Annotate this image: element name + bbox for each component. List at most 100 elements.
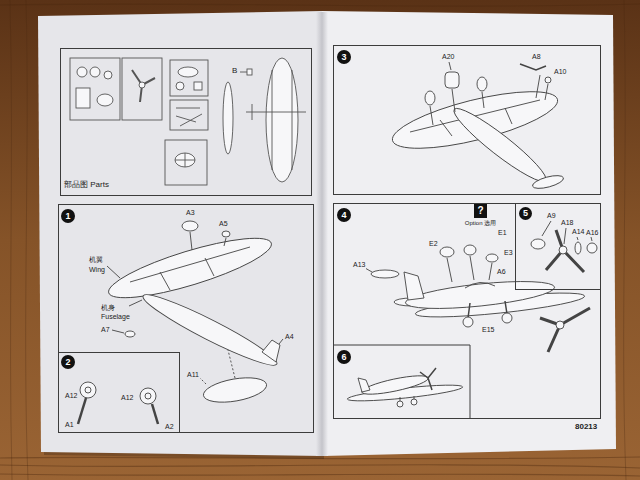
- step-6-illustration: [420, 368, 436, 390]
- parts-sprues: [104, 71, 112, 79]
- step-number: 5: [519, 207, 532, 220]
- step-number-text: 3: [341, 53, 346, 62]
- step-number-text: 2: [65, 358, 70, 367]
- step-number-text: 6: [341, 353, 346, 362]
- booklet: [322, 11, 616, 456]
- step-4-illustration: [486, 254, 498, 262]
- parts-sprues: [247, 69, 252, 75]
- sprue-letter: B: [231, 66, 238, 75]
- parts-sprues: [176, 82, 184, 90]
- parts-sprues: [266, 58, 298, 182]
- part-name: Fuselage: [100, 313, 131, 321]
- step-6-illustration: [347, 368, 463, 407]
- part-number: A3: [185, 209, 196, 217]
- step-4-illustration: [502, 313, 512, 323]
- step-1-illustration: [199, 350, 235, 384]
- step-number: 4: [337, 208, 351, 222]
- step-3-illustration: [430, 62, 548, 125]
- step-6-illustration: [397, 401, 403, 407]
- step-1-illustration: [202, 374, 269, 407]
- option-mark: ?Option 选用: [474, 204, 487, 218]
- parts-sprues: [246, 70, 306, 170]
- parts-sprues: [170, 60, 208, 96]
- parts-sprues: [194, 82, 202, 90]
- step-4-illustration: [464, 245, 476, 255]
- step-2-illustration: [145, 393, 151, 399]
- part-number: A12: [64, 392, 78, 400]
- part-number: A20: [441, 53, 455, 61]
- parts-sprues: [176, 108, 202, 126]
- part-number: E3: [503, 249, 514, 257]
- part-number: E2: [428, 240, 439, 248]
- parts-sprues: [178, 67, 198, 77]
- step-panel: A13E2E1E3A6E154?Option 选用A9A18A14A1656: [333, 203, 601, 419]
- parts-sprues: [175, 153, 195, 167]
- parts-panel: 部品图 Parts B: [60, 48, 312, 196]
- part-number: A10: [553, 68, 567, 76]
- step-number-text: 1: [65, 212, 70, 221]
- step-3-illustration: [448, 101, 552, 188]
- step-number: 2: [61, 355, 75, 369]
- step-4-illustration: [404, 276, 555, 314]
- step-panel: A20 A8A10 3: [333, 45, 601, 195]
- parts-sprues: [90, 67, 100, 77]
- part-name: Wing: [88, 266, 106, 274]
- part-number: A11: [186, 371, 200, 379]
- parts-sprues: [70, 58, 120, 120]
- step-number: 3: [337, 50, 351, 64]
- step-3-illustration: [445, 72, 459, 88]
- step-1-illustration: [130, 247, 250, 290]
- step-4-illustration: [540, 308, 590, 352]
- step-number: 6: [337, 350, 351, 364]
- part-number: E1: [497, 229, 508, 237]
- step-3-illustration: [531, 173, 564, 191]
- part-number: A7: [100, 326, 111, 334]
- option-symbol: ?: [477, 206, 483, 216]
- step-2-illustration: [78, 382, 158, 424]
- step-4-illustration: [468, 301, 507, 318]
- step-2-illustration: [140, 388, 156, 404]
- step-4-illustration: [556, 321, 564, 329]
- part-number: A2: [164, 423, 175, 431]
- step-5-illustration: [587, 243, 597, 253]
- part-number: A4: [284, 333, 295, 341]
- booklet: [38, 11, 323, 456]
- parts-sprues: [77, 67, 87, 77]
- parts-sprues: [175, 153, 195, 167]
- step-1-illustration: [107, 232, 226, 278]
- part-number: A13: [352, 261, 366, 269]
- parts-sprues: [70, 58, 306, 185]
- step-6-illustration: [411, 399, 417, 405]
- step-4-illustration: [440, 247, 454, 257]
- booklet: [316, 12, 328, 456]
- parts-sprues: [139, 82, 145, 88]
- step-2-illustration: [80, 382, 96, 398]
- step-1-illustration: [104, 227, 277, 309]
- step-4-illustration: [404, 272, 424, 300]
- step-5-illustration: [559, 246, 567, 254]
- step-1-illustration: [139, 287, 282, 373]
- part-number: E15: [481, 326, 495, 334]
- part-name: 机身: [100, 304, 116, 312]
- step-6-illustration: [360, 372, 429, 398]
- step-2-illustration: [78, 398, 86, 424]
- catalog-number: 80213: [574, 422, 598, 431]
- step-1-illustration: [182, 221, 198, 231]
- part-number: A12: [120, 394, 134, 402]
- parts-sprues: [122, 58, 162, 120]
- parts-title: 部品图 Parts: [63, 180, 110, 189]
- step-number: 1: [61, 209, 75, 223]
- part-number: A9: [546, 212, 557, 220]
- part-number: A1: [64, 421, 75, 429]
- step-1-illustration: [125, 331, 135, 337]
- parts-sprues: [97, 94, 113, 106]
- step-3-illustration: [545, 77, 551, 83]
- step-1-illustration: [222, 231, 230, 237]
- step-4-illustration: [334, 345, 470, 418]
- step-3-illustration: [425, 91, 435, 105]
- step-panel: A3A5机翼Wing机身FuselageA7A4A111A12A1A12A22: [58, 204, 314, 433]
- option-note: Option 选用: [464, 220, 497, 227]
- part-number: A8: [531, 53, 542, 61]
